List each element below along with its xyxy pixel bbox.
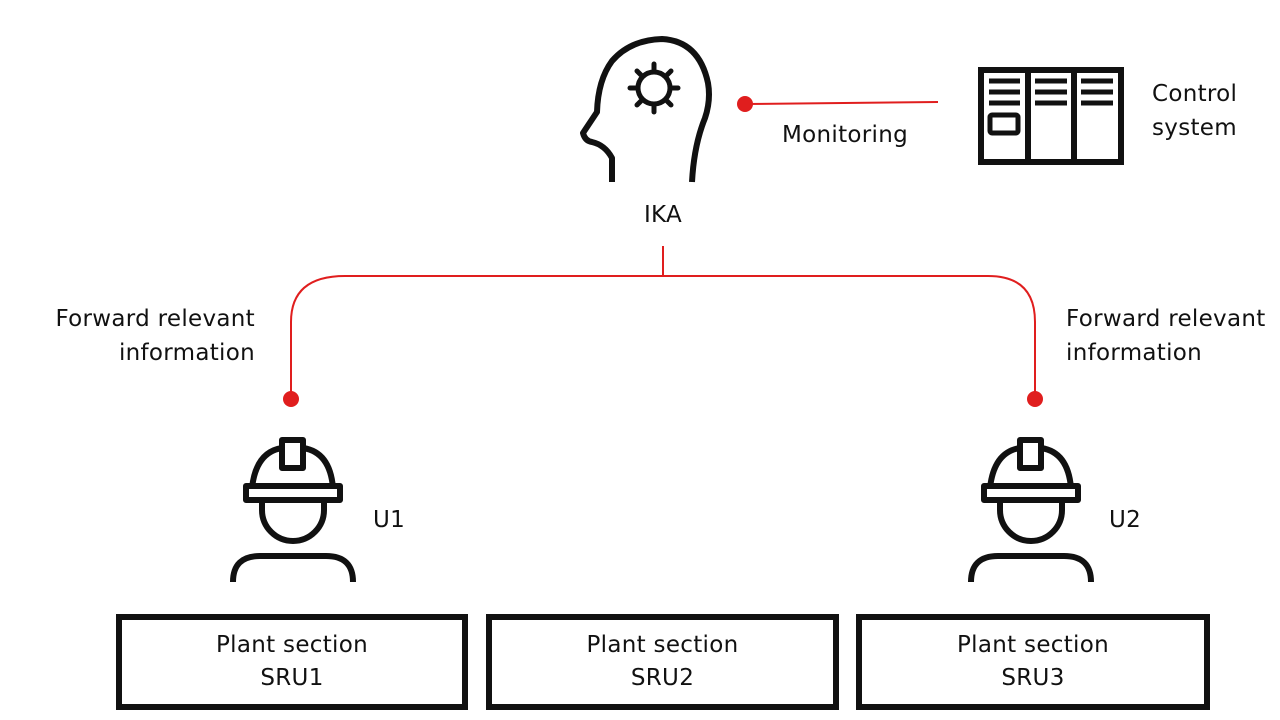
monitoring-dot: [737, 96, 753, 112]
plant-section-sru1: Plant section SRU1: [116, 614, 468, 710]
control-system-label-line2: system: [1152, 115, 1237, 141]
monitoring-label: Monitoring: [782, 122, 908, 148]
plant-section-sru3: Plant section SRU3: [856, 614, 1210, 710]
plant-section-title: Plant section: [957, 632, 1109, 658]
forward-connector-left: [290, 275, 663, 398]
user-label-u1: U1: [373, 507, 406, 533]
connectors: [290, 101, 1036, 398]
forward-info-label-left: Forward relevant information: [20, 302, 255, 370]
forward-dot-left: [283, 391, 299, 407]
plant-section-id: SRU1: [260, 665, 324, 691]
forward-info-right-line2: information: [1066, 340, 1203, 366]
plant-section-title: Plant section: [216, 632, 368, 658]
plant-section-sru2: Plant section SRU2: [486, 614, 839, 710]
monitoring-connector: [744, 101, 939, 105]
plant-section-id: SRU3: [1001, 665, 1065, 691]
head-gear-icon: [580, 36, 712, 183]
control-system-label-line1: Control: [1152, 81, 1238, 107]
hard-hat-worker-icon: [968, 437, 1094, 583]
plant-section-title: Plant section: [586, 632, 739, 658]
control-cabinet-icon: [978, 67, 1124, 165]
forward-info-right-line1: Forward relevant: [1066, 306, 1266, 332]
ika-label: IKA: [643, 202, 683, 228]
user-label-u2: U2: [1109, 507, 1142, 533]
forward-info-left-line1: Forward relevant: [55, 306, 255, 332]
plant-section-id: SRU2: [630, 665, 695, 691]
forward-connector-right: [663, 275, 1036, 398]
forward-info-left-line2: information: [118, 340, 255, 366]
hard-hat-worker-icon: [230, 437, 356, 583]
control-system-label: Control system: [1152, 77, 1237, 145]
forward-dot-right: [1027, 391, 1043, 407]
forward-info-label-right: Forward relevant information: [1066, 302, 1266, 370]
